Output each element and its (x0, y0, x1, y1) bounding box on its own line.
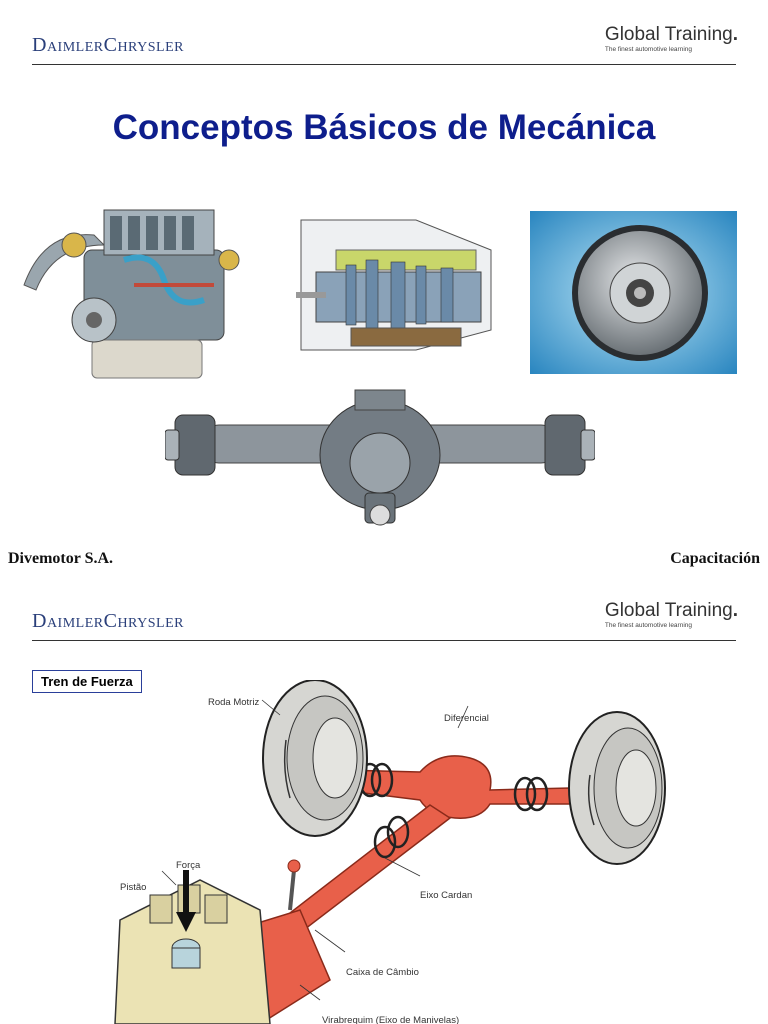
daimlerchrysler-logo: DaimlerChrysler (32, 610, 184, 633)
slide-title: Conceptos Básicos de Mecánica (0, 108, 768, 148)
global-training-dot: . (733, 24, 738, 45)
global-training-text: Global Training (605, 24, 733, 45)
footer-company: Divemotor S.A. (8, 550, 113, 568)
global-training-text: Global Training (605, 600, 733, 621)
label-eixo-cardan: Eixo Cardan (420, 890, 472, 901)
header-rule (32, 64, 736, 65)
daimlerchrysler-logo: DaimlerChrysler (32, 34, 184, 57)
label-caixa-cambio: Caixa de Câmbio (346, 967, 419, 978)
global-training-tagline: The finest automotive learning (605, 622, 738, 629)
slide-2: DaimlerChrysler Global Training. The fin… (0, 580, 768, 1024)
slide-1: DaimlerChrysler Global Training. The fin… (0, 0, 768, 580)
label-virabrequim: Virabrequim (Eixo de Manivelas) (322, 1015, 459, 1024)
global-training-dot: . (733, 600, 738, 621)
label-forca: Força (176, 860, 200, 871)
clutch-photo (530, 211, 737, 374)
gearbox-illustration (296, 210, 496, 360)
global-training-logo: Global Training. The finest automotive l… (605, 24, 738, 53)
engine-illustration (14, 190, 254, 386)
label-pistao: Pistão (120, 882, 146, 893)
rear-axle-illustration (165, 385, 595, 533)
label-roda-motriz: Roda Motriz (208, 697, 259, 708)
label-diferencial: Diferencial (444, 713, 489, 724)
header-rule (32, 640, 736, 641)
footer-training: Capacitación (670, 550, 760, 568)
global-training-tagline: The finest automotive learning (605, 46, 738, 53)
global-training-logo: Global Training. The finest automotive l… (605, 600, 738, 629)
